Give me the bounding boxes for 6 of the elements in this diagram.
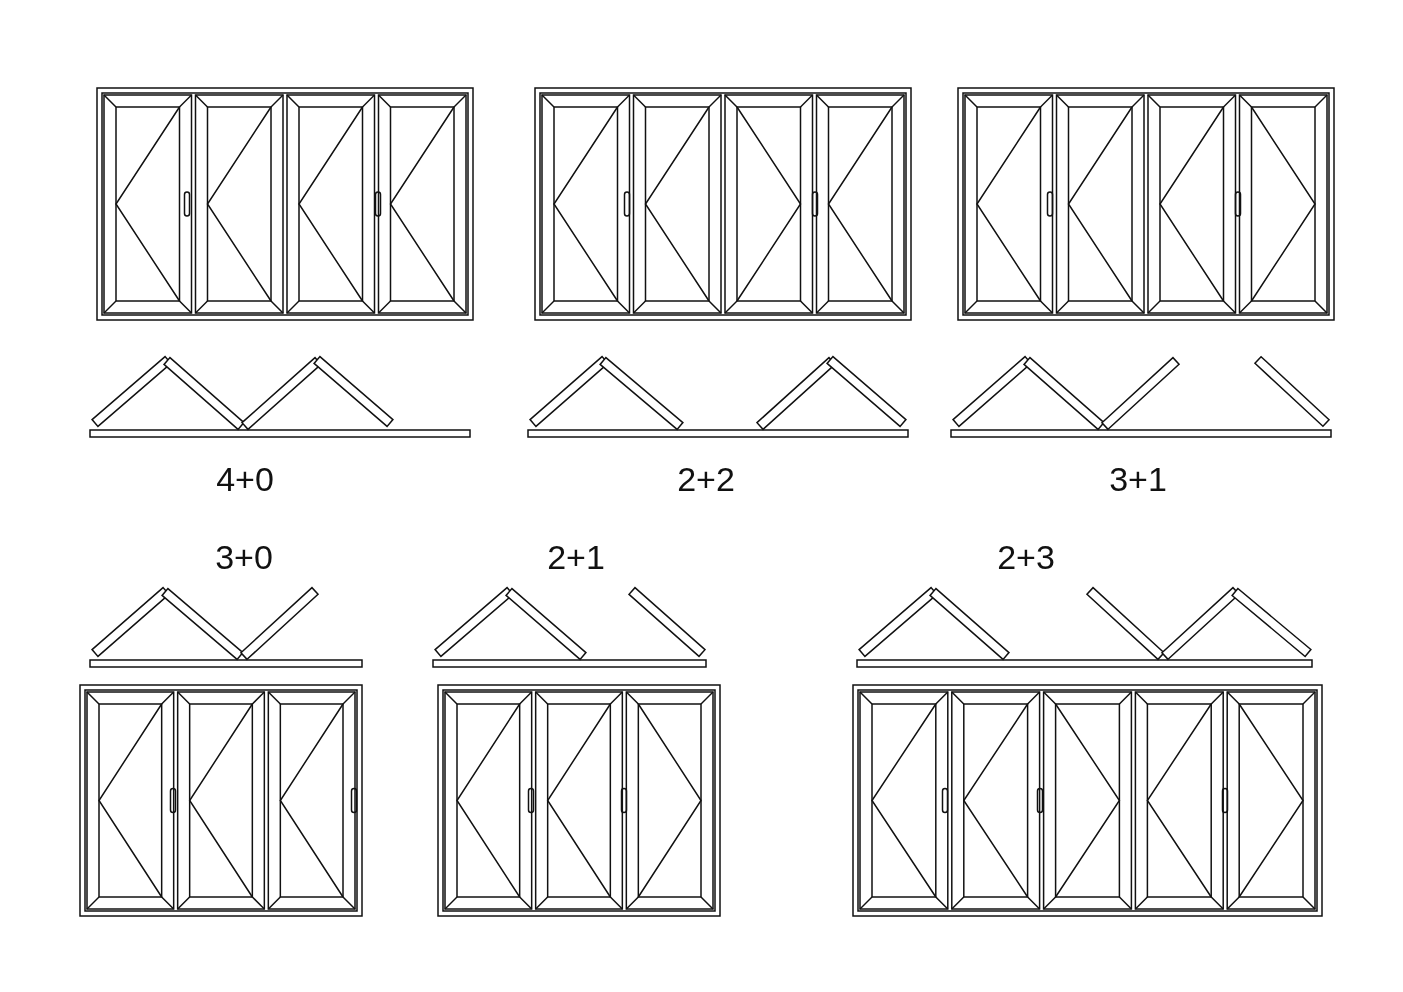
configuration-label: 2+2 <box>677 462 735 496</box>
configuration-label: 4+0 <box>216 462 274 496</box>
configuration-label: 2+1 <box>547 540 605 574</box>
configuration-label: 3+1 <box>1109 462 1167 496</box>
configuration-label: 3+0 <box>215 540 273 574</box>
configuration-label: 2+3 <box>997 540 1055 574</box>
